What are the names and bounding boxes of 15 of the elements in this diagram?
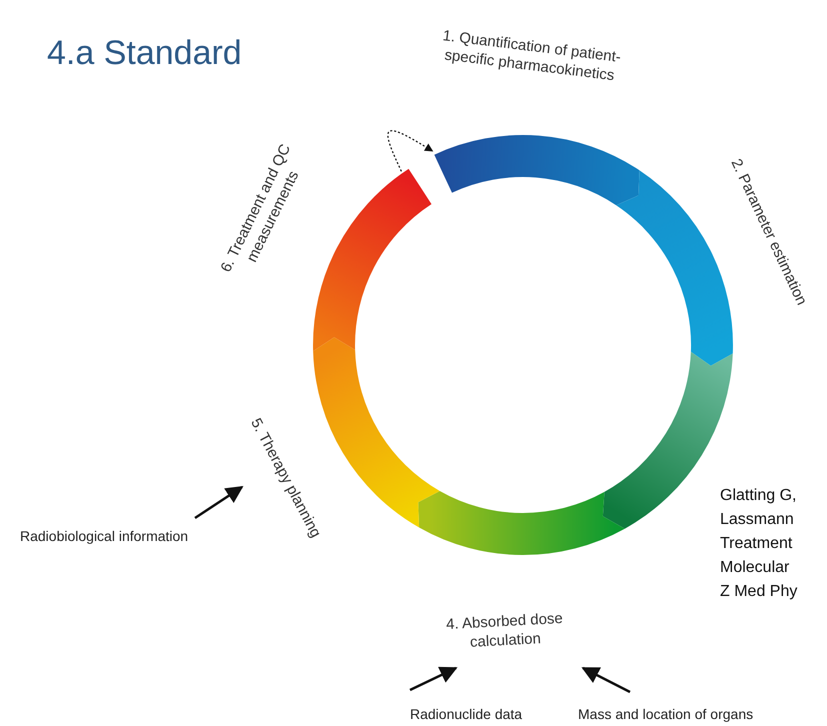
input-label: Radionuclide data [410, 706, 522, 722]
citation-line: Glatting G, [720, 487, 796, 505]
citation-line: Treatment [720, 535, 792, 553]
arrow [581, 666, 631, 694]
cycle-stage: 4. Absorbed dose calculation [418, 491, 625, 651]
arrow [387, 130, 434, 172]
arrow [409, 666, 458, 692]
input-label: Mass and location of organs [578, 706, 754, 722]
input-label: Radiobiological information [20, 528, 188, 544]
arrow [194, 486, 244, 520]
citation-line: Molecular [720, 559, 790, 577]
cycle-stage: 1. Quantification of patient-specific pharmacokinetics [434, 27, 640, 206]
citation-line: Lassmann [720, 511, 794, 529]
citation-line: Z Med Phy [720, 583, 798, 601]
title: 4.a Standard [47, 34, 242, 73]
